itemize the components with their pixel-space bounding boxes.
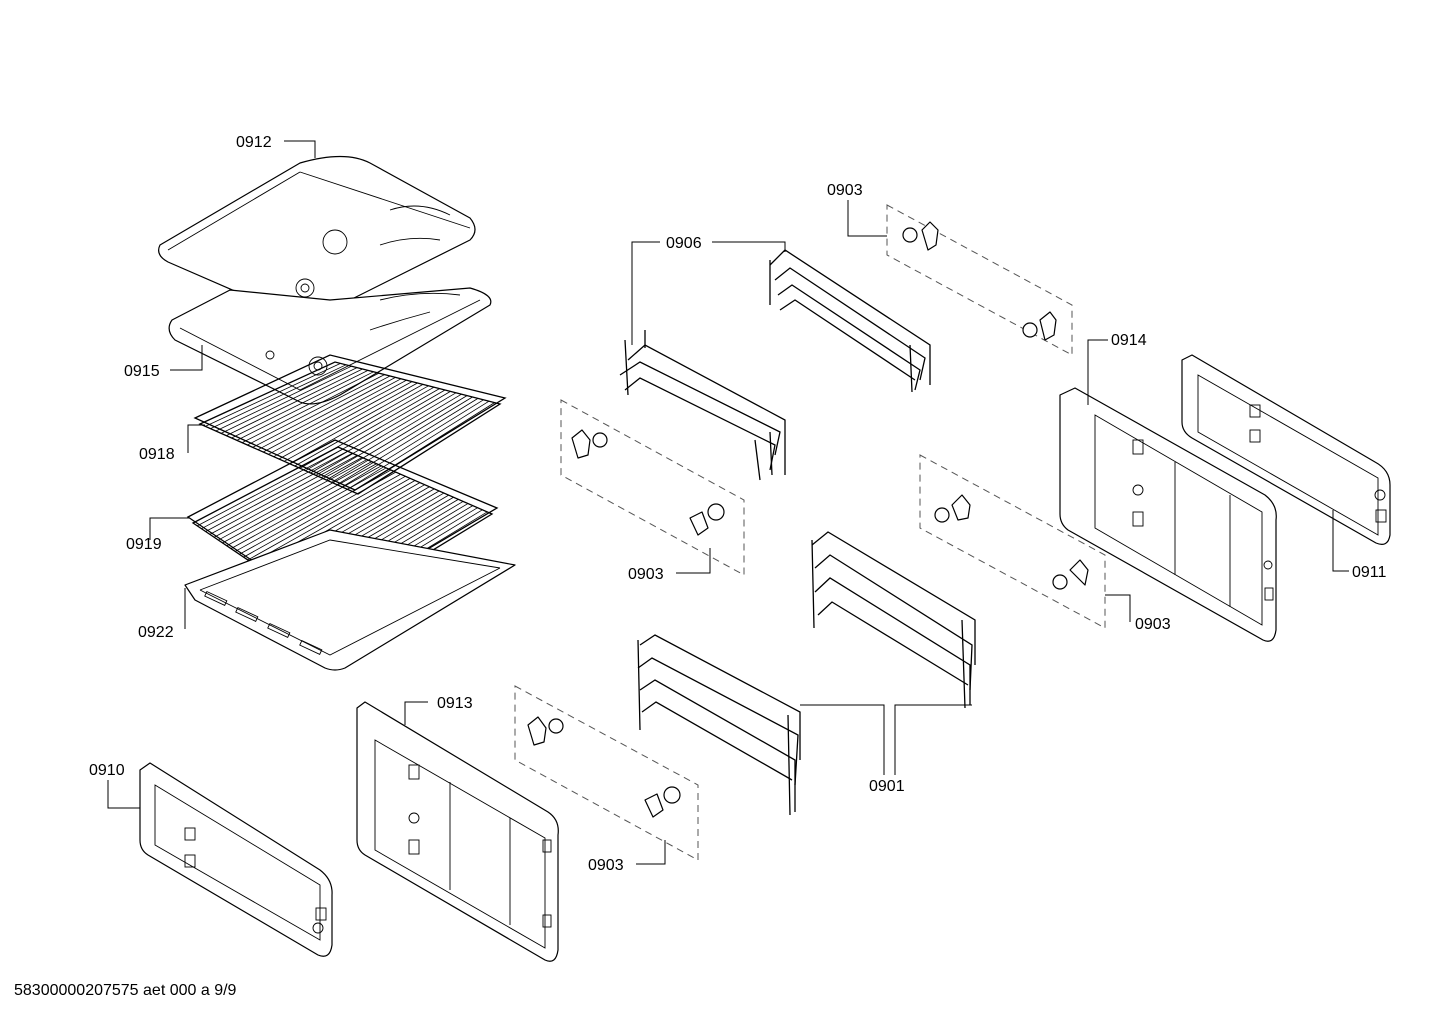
label-0911: 0911 bbox=[1352, 564, 1387, 581]
label-0919: 0919 bbox=[126, 536, 162, 553]
part-0922-baking-tray bbox=[184, 529, 516, 671]
part-0915-plate bbox=[168, 287, 492, 405]
label-0914: 0914 bbox=[1111, 332, 1147, 349]
part-0903-clips-right bbox=[919, 454, 1106, 629]
label-0918: 0918 bbox=[139, 446, 175, 463]
label-0910: 0910 bbox=[89, 762, 125, 779]
part-0918-wire-rack bbox=[193, 354, 507, 495]
label-0903-right: 0903 bbox=[1135, 616, 1171, 633]
part-0903-clips-top bbox=[886, 204, 1073, 356]
part-0901-rail-left bbox=[637, 634, 801, 816]
label-0915: 0915 bbox=[124, 363, 160, 380]
part-0910-side-panel bbox=[139, 762, 333, 957]
label-0903-bottom: 0903 bbox=[588, 857, 624, 874]
part-0911-side-panel bbox=[1181, 354, 1391, 545]
part-0903-clips-mid bbox=[560, 399, 745, 576]
part-0906-rail-left bbox=[619, 330, 786, 481]
label-0922: 0922 bbox=[138, 624, 174, 641]
label-0901: 0901 bbox=[869, 778, 905, 795]
part-0913-side-panel bbox=[356, 701, 559, 962]
label-0903-mid: 0903 bbox=[628, 566, 664, 583]
part-0901-rail-right bbox=[811, 531, 976, 709]
drawing-code: 58300000207575 aet 000 a 9/9 bbox=[14, 982, 237, 999]
part-0914-side-panel bbox=[1059, 387, 1277, 642]
part-0906-rail-right bbox=[769, 249, 931, 393]
leader-lines bbox=[107, 140, 1349, 865]
part-0912-top-plate bbox=[158, 155, 476, 317]
label-0903-top: 0903 bbox=[827, 182, 863, 199]
label-0913: 0913 bbox=[437, 695, 473, 712]
label-0906: 0906 bbox=[666, 235, 702, 252]
part-0903-clips-bottom bbox=[514, 685, 699, 861]
label-0912: 0912 bbox=[236, 134, 272, 151]
